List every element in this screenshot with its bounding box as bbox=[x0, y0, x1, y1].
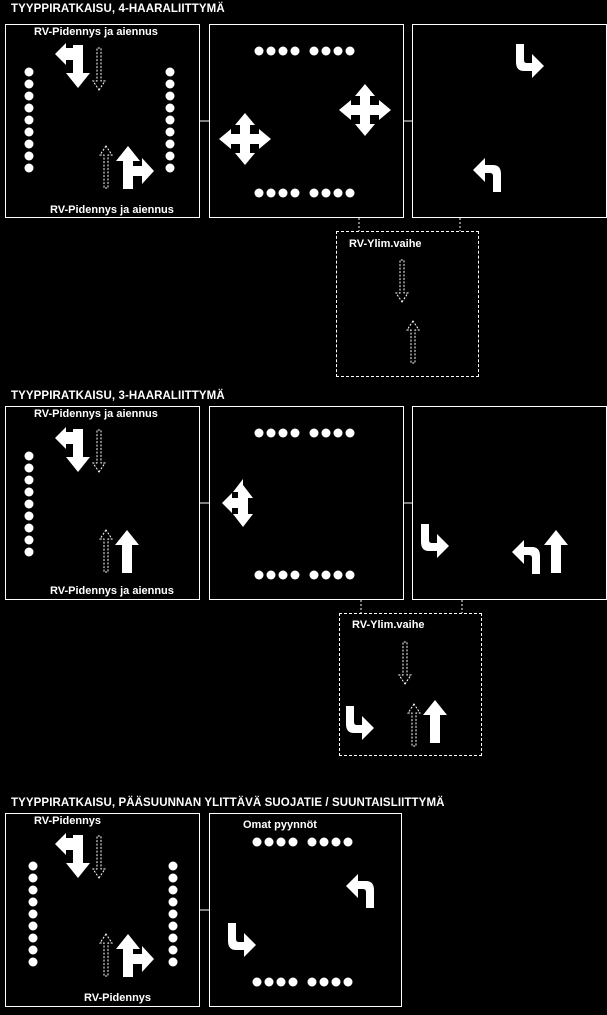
dashed-arrow-up bbox=[99, 529, 113, 573]
section-title-crosswalk: TYYPPIRATKAISU, PÄÄSUUNNAN YLITTÄVÄ SUOJ… bbox=[11, 797, 445, 809]
dashed-arrow-down bbox=[395, 259, 409, 303]
phase2-label: Omat pyynnöt bbox=[243, 819, 317, 831]
crosswalk-dots-left bbox=[24, 67, 34, 173]
phase-box-4-leg-2 bbox=[209, 24, 404, 218]
straight-arrow-up bbox=[115, 530, 139, 573]
section-title-3-leg: TYYPPIRATKAISU, 3-HAARALIITTYMÄ bbox=[11, 390, 225, 402]
phase-box-crosswalk-1: RV-Pidennys RV-Pidennys bbox=[5, 813, 200, 1007]
straight-left-arrow-down bbox=[55, 427, 90, 472]
dashed-arrow-up bbox=[406, 320, 420, 364]
phase-top-label: RV-Pidennys ja aiennus bbox=[34, 26, 158, 38]
crosswalk-dots-bottom bbox=[254, 188, 355, 198]
cross-arrow-left bbox=[219, 113, 271, 165]
crosswalk-dots-bottom bbox=[252, 977, 353, 987]
phase-top-label: RV-Pidennys bbox=[34, 815, 102, 827]
straight-right-arrow-up bbox=[116, 146, 154, 189]
connector-lines bbox=[200, 120, 412, 911]
left-turn-arrow-up bbox=[512, 540, 540, 574]
crosswalk-dots-top bbox=[254, 46, 355, 56]
left-turn-arrow-up bbox=[473, 158, 501, 192]
straight-arrow-up bbox=[423, 700, 447, 743]
phase-box-crosswalk-2: Omat pyynnöt bbox=[209, 813, 402, 1007]
phase-box-3-leg-2 bbox=[209, 406, 404, 600]
dashed-arrow-up bbox=[407, 703, 421, 747]
left-right-turn-arrow bbox=[222, 479, 253, 527]
dashed-arrow-up bbox=[99, 933, 113, 977]
crosswalk-dots-top bbox=[252, 837, 353, 847]
crosswalk-dots-bottom bbox=[254, 570, 355, 580]
dashed-arrow-up bbox=[99, 145, 113, 189]
straight-left-arrow-down bbox=[55, 43, 90, 88]
dashed-connectors bbox=[358, 218, 463, 613]
extra-phase-box-3-leg: RV-Ylim.vaihe bbox=[339, 613, 482, 756]
straight-right-arrow-up bbox=[116, 934, 154, 977]
extra-phase-label: RV-Ylim.vaihe bbox=[349, 238, 422, 250]
right-turn-arrow-down bbox=[346, 706, 374, 740]
crosswalk-dots-top bbox=[254, 428, 355, 438]
dashed-arrow-down bbox=[398, 641, 412, 685]
left-turn-arrow-down bbox=[516, 44, 544, 78]
straight-left-arrow-down bbox=[55, 833, 90, 878]
phase-bottom-label: RV-Pidennys ja aiennus bbox=[50, 585, 174, 597]
dashed-arrow-down bbox=[92, 47, 106, 91]
extra-phase-label: RV-Ylim.vaihe bbox=[352, 619, 425, 631]
dashed-arrow-down bbox=[92, 429, 106, 473]
crosswalk-dots-right bbox=[165, 67, 175, 173]
right-turn-arrow-down bbox=[228, 923, 256, 957]
extra-phase-box-4-leg: RV-Ylim.vaihe bbox=[336, 231, 479, 377]
right-turn-arrow-down bbox=[421, 524, 449, 558]
section-title-4-leg: TYYPPIRATKAISU, 4-HAARALIITTYMÄ bbox=[11, 3, 225, 15]
left-turn-arrow-up bbox=[346, 874, 374, 908]
crosswalk-dots-left bbox=[28, 861, 38, 967]
phase-bottom-label: RV-Pidennys ja aiennus bbox=[50, 204, 174, 216]
cross-arrow-right bbox=[339, 84, 391, 136]
phase-box-3-leg-1: RV-Pidennys ja aiennus RV-Pidennys ja ai… bbox=[5, 406, 200, 600]
crosswalk-dots-right bbox=[168, 861, 178, 967]
phase-box-4-leg-1: RV-Pidennys ja aiennus RV-Pidennys ja ai… bbox=[5, 24, 200, 218]
phase-bottom-label: RV-Pidennys bbox=[84, 992, 152, 1004]
dashed-arrow-down bbox=[92, 835, 106, 879]
phase-top-label: RV-Pidennys ja aiennus bbox=[34, 408, 158, 420]
straight-arrow-up bbox=[544, 530, 568, 573]
crosswalk-dots-left bbox=[24, 451, 34, 557]
